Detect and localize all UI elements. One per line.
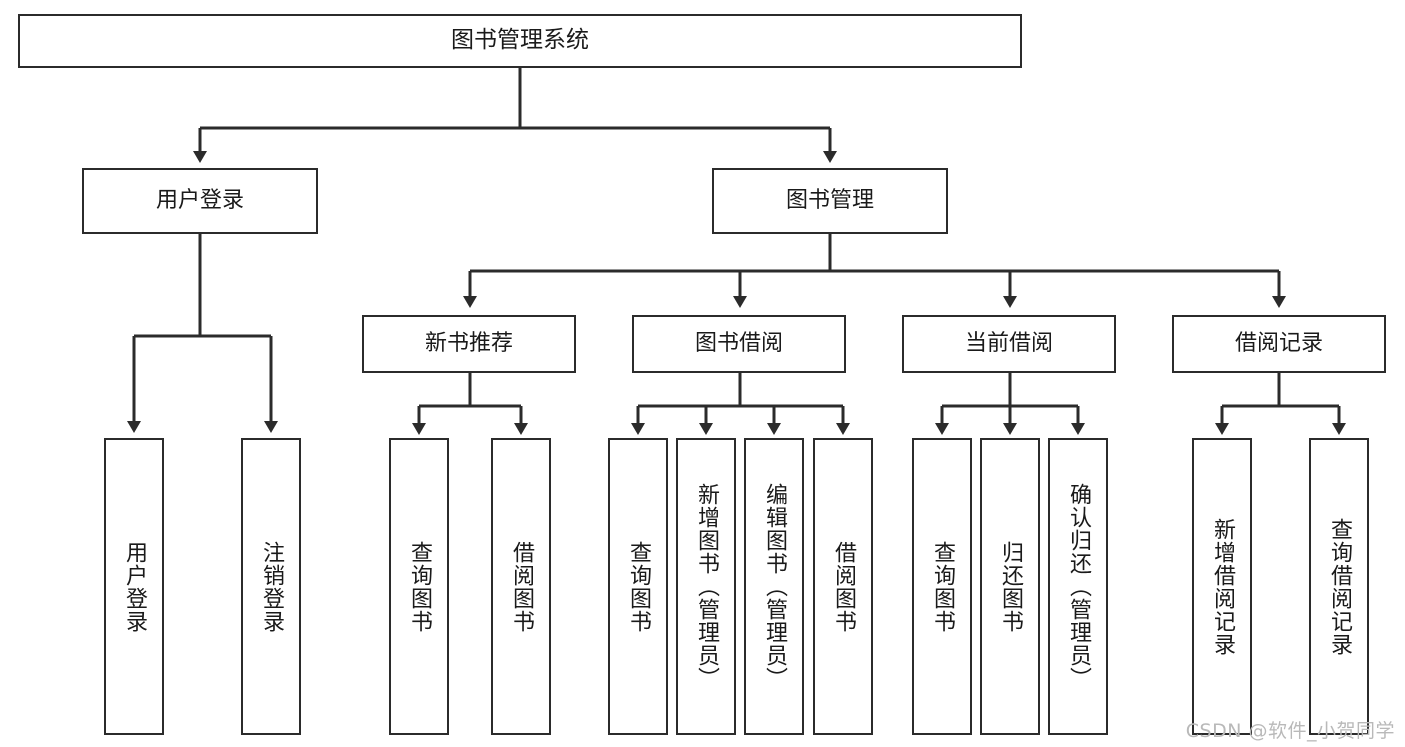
- leaf-add-borrow-record-label: 新增借阅记录: [1210, 517, 1235, 656]
- leaf-user-login-label: 用户登录: [122, 540, 147, 633]
- node-current-borrow-label: 当前借阅: [964, 330, 1053, 356]
- leaf-add-book-admin-label: 新增图书（管理员）: [694, 483, 719, 690]
- leaf-borrow-book-2[interactable]: 借阅图书: [813, 438, 873, 735]
- leaf-borrow-book-1-label: 借阅图书: [509, 540, 534, 633]
- node-root-label: 图书管理系统: [451, 27, 589, 54]
- leaf-borrow-book-2-label: 借阅图书: [831, 540, 856, 633]
- node-current-borrow[interactable]: 当前借阅: [902, 315, 1116, 373]
- leaf-confirm-return-admin-label: 确认归还（管理员）: [1066, 483, 1091, 690]
- leaf-query-book-3[interactable]: 查询图书: [912, 438, 972, 735]
- node-borrow-record[interactable]: 借阅记录: [1172, 315, 1386, 373]
- node-book-borrow[interactable]: 图书借阅: [632, 315, 846, 373]
- leaf-query-book-2-label: 查询图书: [626, 540, 651, 633]
- leaf-add-borrow-record[interactable]: 新增借阅记录: [1192, 438, 1252, 735]
- leaf-add-book-admin[interactable]: 新增图书（管理员）: [676, 438, 736, 735]
- leaf-query-borrow-record[interactable]: 查询借阅记录: [1309, 438, 1369, 735]
- node-new-book-recommend-label: 新书推荐: [424, 330, 513, 356]
- leaf-return-book-label: 归还图书: [998, 540, 1023, 633]
- node-book-manage-label: 图书管理: [785, 187, 874, 213]
- leaf-query-book-2[interactable]: 查询图书: [608, 438, 668, 735]
- leaf-confirm-return-admin[interactable]: 确认归还（管理员）: [1048, 438, 1108, 735]
- leaf-edit-book-admin[interactable]: 编辑图书（管理员）: [744, 438, 804, 735]
- node-new-book-recommend[interactable]: 新书推荐: [362, 315, 576, 373]
- node-root[interactable]: 图书管理系统: [18, 14, 1022, 68]
- leaf-logout-login-label: 注销登录: [259, 540, 284, 633]
- node-user-login-label: 用户登录: [155, 187, 244, 213]
- leaf-query-book-1-label: 查询图书: [407, 540, 432, 633]
- leaf-query-book-1[interactable]: 查询图书: [389, 438, 449, 735]
- leaf-borrow-book-1[interactable]: 借阅图书: [491, 438, 551, 735]
- node-book-manage[interactable]: 图书管理: [712, 168, 948, 234]
- leaf-return-book[interactable]: 归还图书: [980, 438, 1040, 735]
- leaf-query-borrow-record-label: 查询借阅记录: [1327, 517, 1352, 656]
- leaf-user-login[interactable]: 用户登录: [104, 438, 164, 735]
- leaf-edit-book-admin-label: 编辑图书（管理员）: [762, 483, 787, 690]
- watermark: CSDN @软件_小贺同学: [1185, 720, 1395, 742]
- leaf-logout-login[interactable]: 注销登录: [241, 438, 301, 735]
- node-borrow-record-label: 借阅记录: [1234, 330, 1323, 356]
- leaf-query-book-3-label: 查询图书: [930, 540, 955, 633]
- node-book-borrow-label: 图书借阅: [694, 330, 783, 356]
- node-user-login[interactable]: 用户登录: [82, 168, 318, 234]
